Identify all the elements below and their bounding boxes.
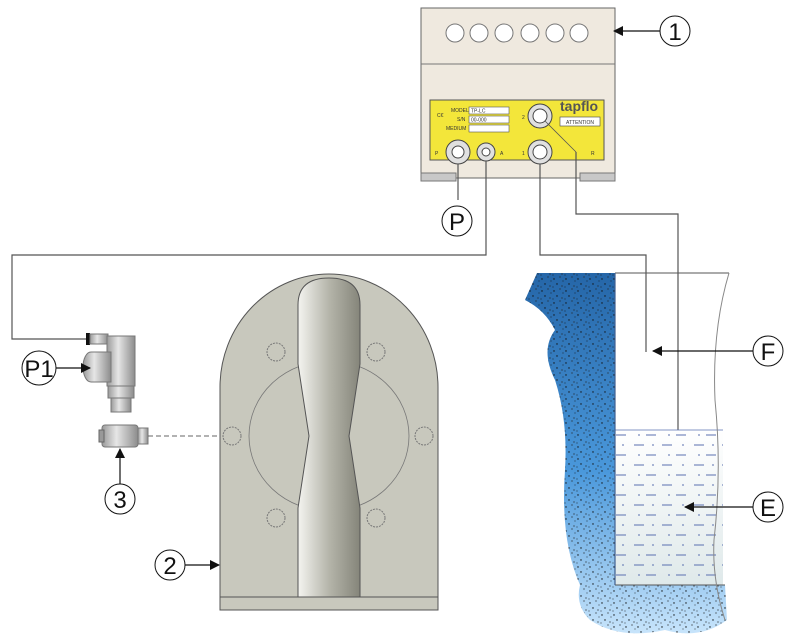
callout-e: E	[684, 491, 784, 523]
port-label-r: R	[591, 151, 595, 157]
pump-bolts	[222, 342, 434, 528]
callout-label-e: E	[760, 495, 776, 522]
callout-label-p: P	[449, 209, 465, 236]
port-1	[527, 139, 553, 165]
pump-body	[219, 273, 439, 611]
port-p	[445, 139, 471, 165]
callout-label-3: 3	[113, 487, 126, 514]
callout-1: 1	[613, 15, 691, 47]
controller-unit: C€ MODEL TP-LC S/N 00-000 MEDIUM tapflo …	[420, 7, 616, 182]
callout-3: 3	[104, 448, 136, 515]
callout-p: P	[441, 205, 473, 237]
callout-label-2: 2	[163, 553, 176, 580]
callout-2: 2	[154, 549, 220, 581]
callout-f: F	[652, 335, 784, 367]
plate-field-model: MODEL	[451, 108, 469, 114]
port-label-1: 1	[522, 151, 525, 157]
port-label-p: P	[435, 151, 439, 157]
callout-label-1: 1	[668, 19, 681, 46]
plate-value-model: TP-LC	[471, 109, 486, 115]
ce-mark: C€	[437, 113, 444, 119]
port-label-a: A	[500, 151, 504, 157]
probe-line-e	[575, 152, 679, 505]
indicator-lights	[445, 23, 589, 43]
plate-field-medium: MEDIUM	[446, 126, 466, 132]
tank	[525, 272, 730, 634]
plate-value-sn: 00-000	[471, 118, 487, 124]
connection-lines	[11, 152, 679, 505]
probe-line-f	[539, 164, 647, 352]
port-label-2: 2	[522, 115, 525, 121]
air-line-to-valve	[11, 161, 487, 340]
plate-field-sn: S/N	[457, 117, 466, 123]
pilot-valve	[82, 333, 218, 448]
callout-label-f: F	[761, 339, 776, 366]
warning-label: ATTENTION	[566, 120, 594, 126]
callout-p1: P1	[21, 350, 91, 386]
port-2	[527, 103, 553, 129]
callout-label-p1: P1	[24, 356, 53, 383]
port-a	[476, 142, 496, 162]
brand-logo: tapflo	[560, 98, 598, 114]
